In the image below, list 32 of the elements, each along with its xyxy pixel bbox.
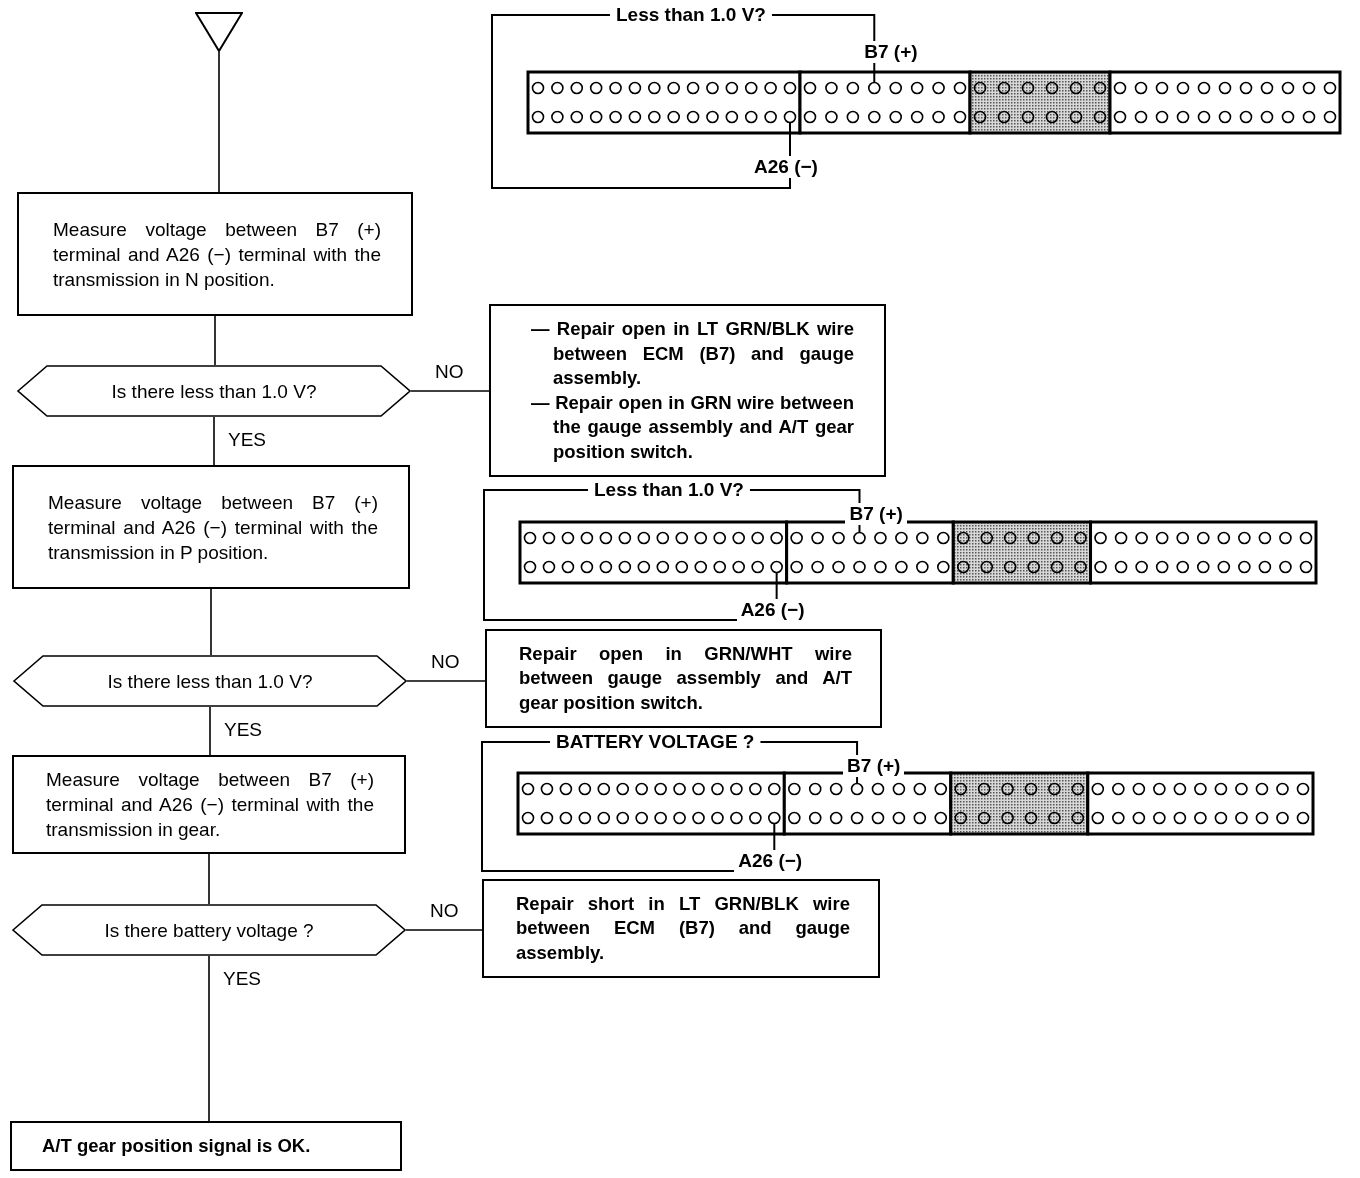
connector-line [208,955,210,1122]
process-box [482,879,880,978]
process-box [12,755,406,854]
step-text: Measure voltage between B7 (+) terminal and A26 (−) terminal with the transmission in gear. [46,768,374,842]
connector-line [214,315,216,366]
step-text: — Repair open in LT GRN/BLK wire between ECM (B7) and gauge assembly. [531,317,854,390]
step-text: — Repair open in GRN wire between the gauge assembly and A/T gear position switch. [531,390,854,464]
connector-line [213,416,215,466]
decision-hexagon [12,904,406,956]
connector-line [210,588,212,656]
step-text: Measure voltage between B7 (+) terminal and A26 (−) terminal with the transmission in N position. [53,217,381,292]
connector-line [209,706,211,756]
process-box [12,465,410,589]
connector-line [410,390,490,392]
process-box [489,304,886,477]
process-box [10,1121,402,1171]
connector-line [405,929,483,931]
start-triangle [195,12,243,52]
step-text: Is there less than 1.0 V? [110,379,318,404]
step-text: Is there less than 1.0 V? [106,669,314,694]
step-text: Is there battery voltage ? [103,918,315,943]
step-text: Repair open in GRN/WHT wire between gauge assembly and A/T gear position switch. [519,641,852,715]
process-box [17,192,413,316]
step-text: Repair short in LT GRN/BLK wire between ECM (B7) and gauge assembly. [516,891,850,965]
step-text: Measure voltage between B7 (+) terminal and A26 (−) terminal with the transmission in P position. [48,490,378,565]
connector-line [218,51,220,193]
decision-hexagon [17,365,411,417]
process-box [485,629,882,728]
connector-line [406,680,486,682]
step-text: A/T gear position signal is OK. [42,1133,312,1158]
connector-line [208,853,210,905]
decision-hexagon [13,655,407,707]
